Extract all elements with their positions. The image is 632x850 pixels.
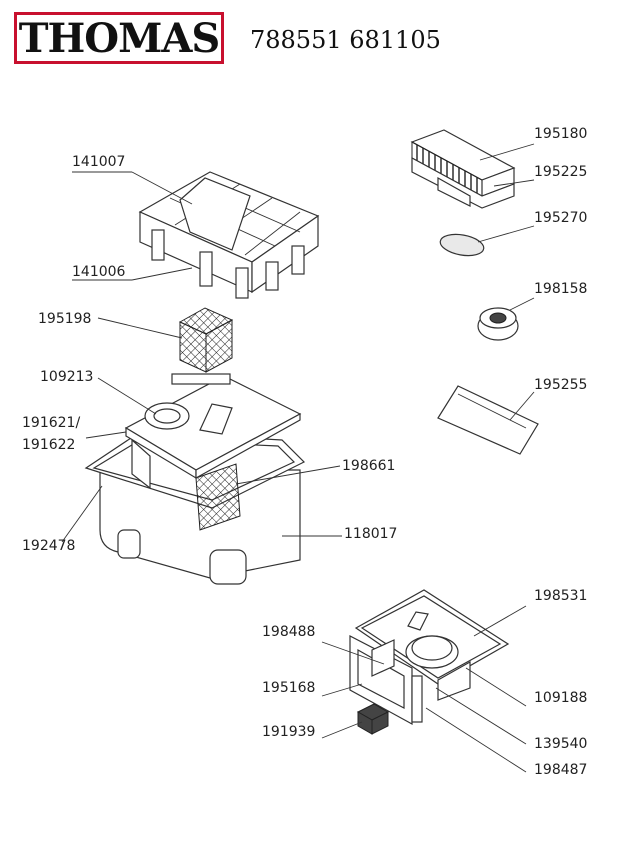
part-label-198531: 198531 [534, 588, 588, 604]
part-label-192478: 192478 [22, 538, 76, 554]
part-label-109213: 109213 [40, 369, 94, 385]
leader-198487 [425, 707, 527, 773]
leader-195255 [509, 391, 535, 421]
leader-198661 [235, 465, 341, 485]
leader-109213 [97, 377, 157, 415]
leader-198488 [321, 641, 385, 665]
part-label-109188: 109188 [534, 690, 588, 706]
part-label-195180: 195180 [534, 126, 588, 142]
part-label-198661: 198661 [342, 458, 396, 474]
part-label-141007: 141007 [72, 154, 126, 170]
leader-141007b [131, 171, 193, 205]
seal-ring-drawing [477, 307, 519, 341]
leader-139540 [435, 687, 527, 745]
flat-cover-drawing [437, 385, 539, 455]
part-label-198158: 198158 [534, 281, 588, 297]
brand-logo-text: THOMAS [18, 15, 221, 62]
leader-192478 [61, 485, 103, 543]
part-label-118017: 118017 [344, 526, 398, 542]
part-label-198487: 198487 [534, 762, 588, 778]
brand-logo: THOMAS [14, 12, 224, 64]
part-label-139540: 139540 [534, 736, 588, 752]
part-label-191622: 191622 [22, 437, 76, 453]
leader-198531 [473, 605, 527, 637]
part-label-191939: 191939 [262, 724, 316, 740]
leader-109188 [465, 667, 527, 707]
main-tank-drawing [84, 373, 306, 585]
model-numbers: 788551 681105 [250, 26, 441, 54]
leader-198158 [509, 297, 535, 311]
part-label-195168: 195168 [262, 680, 316, 696]
leader-195198 [97, 317, 183, 339]
bottom-assembly-drawing [349, 589, 510, 735]
leader-191621 [85, 431, 127, 439]
insert-tray-drawing [138, 171, 320, 299]
pad-drawing [439, 233, 485, 257]
leader-141006b [131, 267, 193, 281]
part-label-191621: 191621/ [22, 415, 81, 431]
leader-191939 [321, 721, 363, 739]
part-label-195225: 195225 [534, 164, 588, 180]
hepa-filter-drawing [410, 129, 516, 209]
leader-195168 [321, 683, 363, 697]
leader-195180 [479, 143, 535, 161]
part-label-141006: 141006 [72, 264, 126, 280]
part-label-195255: 195255 [534, 377, 588, 393]
leader-195225 [493, 179, 535, 187]
part-label-195270: 195270 [534, 210, 588, 226]
mesh-filter-drawing [178, 307, 234, 373]
part-label-198488: 198488 [262, 624, 316, 640]
part-label-195198: 195198 [38, 311, 92, 327]
leader-195270 [477, 225, 535, 243]
